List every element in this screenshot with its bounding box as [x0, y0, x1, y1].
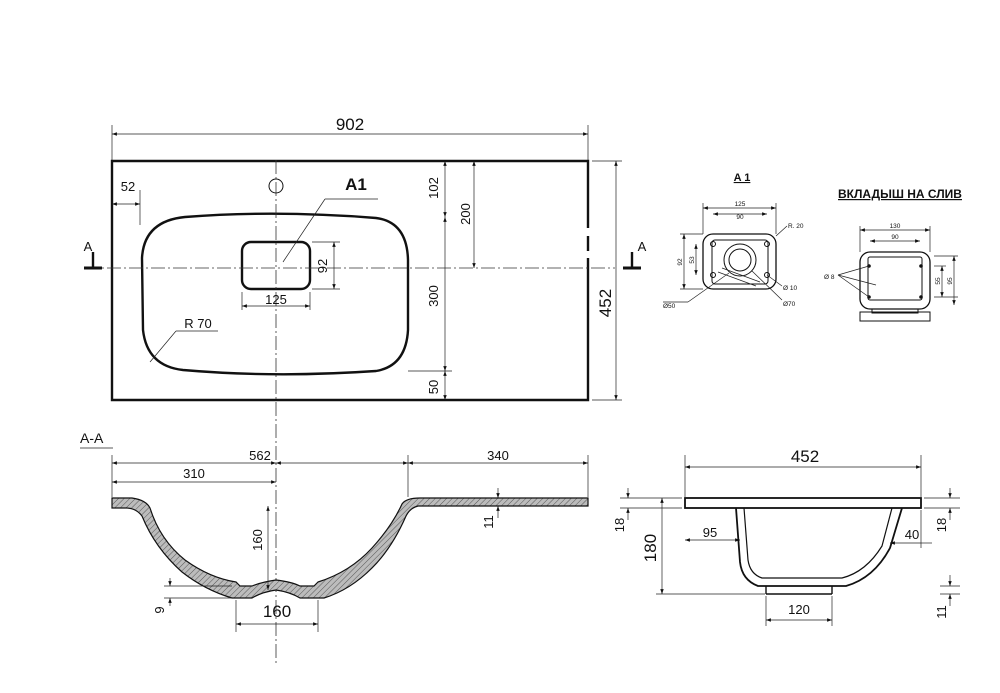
a1-dia-50: Ø50	[663, 303, 676, 310]
side-dim-18-left: 18	[612, 518, 627, 532]
side-bowl-profile	[735, 507, 903, 587]
dim-drain-height: 92	[315, 259, 330, 273]
section-profile	[111, 497, 589, 599]
dim-section-thickness: 11	[481, 515, 496, 529]
side-dim-11: 11	[934, 605, 949, 619]
detail-a1: A 1 125 90 R. 20 92 53 Ø 10 Ø50 Ø70	[663, 172, 804, 310]
dim-bowl-height: 160	[250, 529, 265, 551]
insert-profile	[859, 311, 931, 322]
dim-drain-outlet-width: 160	[263, 602, 291, 621]
a1-plate	[702, 233, 777, 290]
svg-text:A: A	[84, 239, 93, 254]
countertop-outline	[110, 159, 590, 402]
side-slab	[684, 497, 922, 509]
side-dim-452: 452	[791, 447, 819, 466]
insert-dim-95: 95	[947, 277, 954, 285]
section-a-a: A-A 562 340 310 11 160 9 160	[80, 430, 589, 632]
insert-dim-130: 130	[890, 223, 901, 230]
insert-hole: Ø 8	[824, 274, 835, 281]
a1-dim-125: 125	[735, 201, 746, 208]
insert-detail: ВКЛАДЫШ НА СЛИВ 130 90 Ø 8 55 95	[824, 187, 962, 322]
side-dim-95: 95	[703, 525, 717, 540]
detail-a1-title: A 1	[734, 172, 751, 184]
dim-tap-to-center: 200	[458, 203, 473, 225]
dim-top-offset: 102	[426, 177, 441, 199]
dim-310: 310	[183, 466, 205, 481]
side-dim-18-right: 18	[934, 518, 949, 532]
dim-562: 562	[249, 448, 271, 463]
side-section: 452 18 180 95 18 40	[612, 447, 960, 626]
insert-dim-55: 55	[935, 277, 942, 285]
section-label: A-A	[80, 430, 104, 446]
insert-title: ВКЛАДЫШ НА СЛИВ	[838, 187, 962, 201]
dim-bottom-thickness: 9	[152, 606, 167, 613]
bowl-outline	[140, 212, 410, 376]
side-dim-120: 120	[788, 602, 810, 617]
plan-view: 902 52 A1 102 200 300 50	[84, 115, 647, 665]
a1-dim-90: 90	[736, 214, 744, 221]
dim-overall-depth: 452	[596, 289, 615, 317]
insert-dim-90: 90	[891, 234, 899, 241]
dim-drain-width: 125	[265, 292, 287, 307]
side-dim-180: 180	[641, 534, 660, 562]
a1-dia-70: Ø70	[783, 301, 796, 308]
side-dim-40: 40	[905, 527, 919, 542]
svg-text:A: A	[638, 239, 647, 254]
a1-radius: R. 20	[788, 223, 804, 230]
section-marker-right: A	[623, 239, 647, 270]
corner-radius-label: R 70	[184, 316, 211, 331]
dim-front-offset: 50	[426, 380, 441, 394]
dim-340: 340	[487, 448, 509, 463]
a1-dim-53: 53	[689, 256, 696, 264]
dim-bowl-depth: 300	[426, 285, 441, 307]
a1-hole: Ø 10	[783, 285, 797, 292]
callout-a1: A1	[345, 175, 367, 194]
section-marker-left: A	[84, 239, 102, 270]
a1-dim-92: 92	[677, 258, 684, 266]
dim-overall-width: 902	[336, 115, 364, 134]
dim-left-offset: 52	[121, 179, 135, 194]
